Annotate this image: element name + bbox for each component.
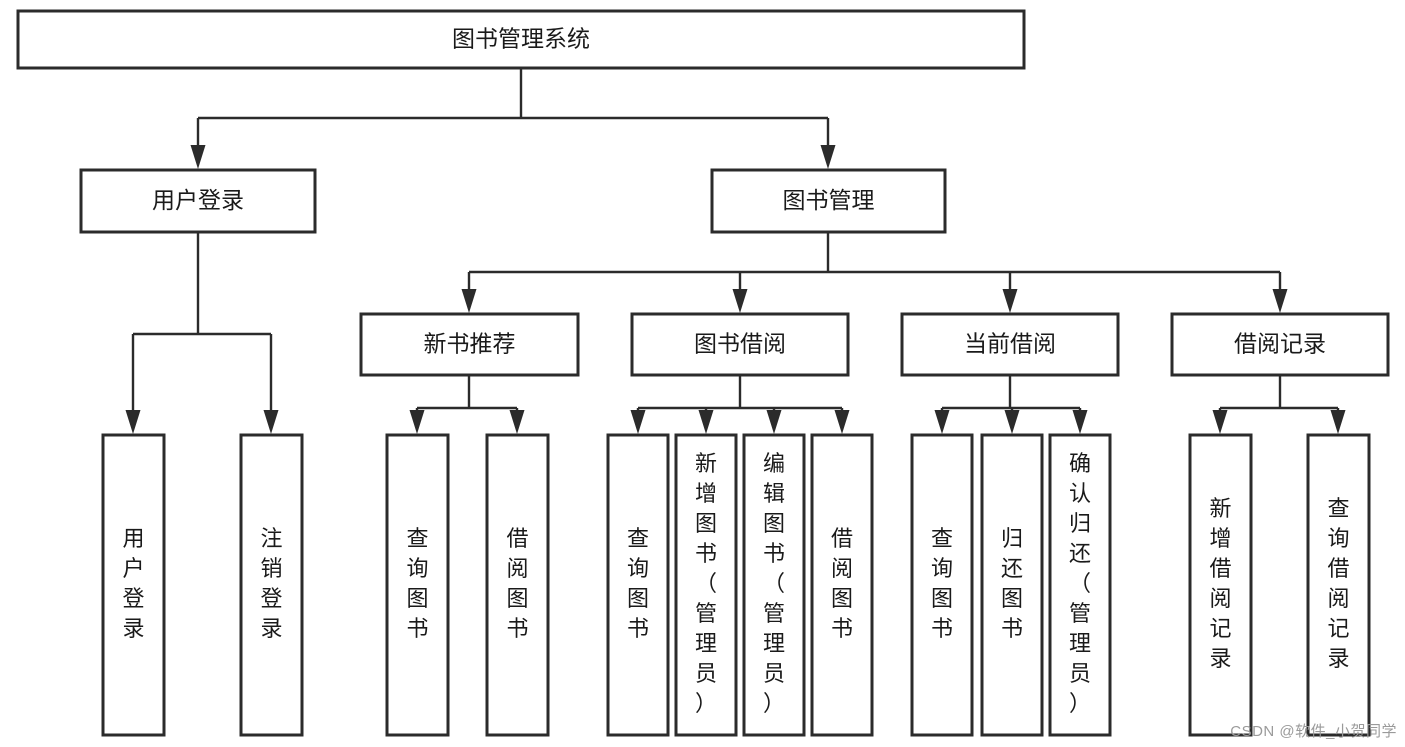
node-leaf-box[interactable]	[606, 433, 670, 737]
node-leaf-9[interactable]: 归还图书	[980, 433, 1044, 737]
node-leaf-label: 查询图书	[931, 526, 953, 641]
book-manage-to-level3-arrowhead-0	[461, 289, 477, 313]
node-leaf-label: 确认归还（管理员）	[1069, 451, 1091, 716]
node-leaf-4[interactable]: 查询图书	[606, 433, 670, 737]
root-to-level2-arrowhead-0	[190, 145, 206, 169]
node-layer: 图书管理系统用户登录图书管理新书推荐图书借阅当前借阅借阅记录用户登录注销登录查询…	[16, 9, 1390, 737]
node-leaf-label: 新增借阅记录	[1209, 496, 1231, 671]
root-to-level2	[190, 68, 836, 169]
node-leaf-box[interactable]	[485, 433, 550, 737]
user-login-to-leaves	[125, 232, 279, 434]
node-leaf-box[interactable]	[385, 433, 450, 737]
node-level3-0[interactable]: 新书推荐	[359, 312, 580, 377]
watermark-label: CSDN @软件_小贺同学	[1230, 723, 1397, 740]
current-borrow-to-leaves-arrowhead-1	[1004, 410, 1020, 434]
node-level3-box[interactable]	[1170, 312, 1390, 377]
node-level2-box[interactable]	[79, 168, 317, 234]
node-leaf-box[interactable]	[810, 433, 874, 737]
node-leaf-box[interactable]	[239, 433, 304, 737]
node-leaf-label: 用户登录	[122, 526, 144, 641]
node-root[interactable]: 图书管理系统	[16, 9, 1026, 70]
node-root-label: 图书管理系统	[452, 26, 590, 52]
node-level3-label: 图书借阅	[694, 331, 786, 357]
node-level3-label: 新书推荐	[424, 331, 516, 357]
node-leaf-box[interactable]	[1048, 433, 1112, 737]
node-root-box[interactable]	[16, 9, 1026, 70]
user-login-to-leaves-arrowhead-1	[263, 410, 279, 434]
book-manage-to-level3	[461, 232, 1288, 313]
node-leaf-box[interactable]	[1188, 433, 1253, 737]
user-login-to-leaves-arrowhead-0	[125, 410, 141, 434]
node-leaf-10[interactable]: 确认归还（管理员）	[1048, 433, 1112, 737]
connector-layer	[125, 68, 1346, 434]
node-leaf-box[interactable]	[1306, 433, 1371, 737]
node-level3-label: 当前借阅	[964, 331, 1056, 357]
node-level3-3[interactable]: 借阅记录	[1170, 312, 1390, 377]
node-leaf-11[interactable]: 新增借阅记录	[1188, 433, 1253, 737]
node-leaf-label: 借阅图书	[831, 526, 853, 641]
node-leaf-box[interactable]	[101, 433, 166, 737]
node-leaf-label: 新增图书（管理员）	[695, 451, 717, 716]
book-borrow-to-leaves-arrowhead-1	[698, 410, 714, 434]
node-leaf-3[interactable]: 借阅图书	[485, 433, 550, 737]
node-leaf-box[interactable]	[742, 433, 806, 737]
new-book-to-leaves	[409, 375, 525, 434]
node-level3-box[interactable]	[359, 312, 580, 377]
node-level2-box[interactable]	[710, 168, 947, 234]
node-leaf-box[interactable]	[674, 433, 738, 737]
node-leaf-label: 查询图书	[406, 526, 428, 641]
borrow-record-to-leaves-arrowhead-1	[1330, 410, 1346, 434]
book-borrow-to-leaves-arrowhead-0	[630, 410, 646, 434]
borrow-record-to-leaves	[1212, 375, 1346, 434]
node-leaf-label: 借阅图书	[506, 526, 528, 641]
node-leaf-label: 归还图书	[1001, 526, 1023, 641]
node-level3-box[interactable]	[630, 312, 850, 377]
node-leaf-box[interactable]	[910, 433, 974, 737]
node-leaf-2[interactable]: 查询图书	[385, 433, 450, 737]
node-level3-label: 借阅记录	[1234, 331, 1326, 357]
node-level3-1[interactable]: 图书借阅	[630, 312, 850, 377]
book-manage-to-level3-arrowhead-1	[732, 289, 748, 313]
node-leaf-label: 注销登录	[260, 526, 282, 641]
node-level2-label: 用户登录	[152, 187, 244, 213]
new-book-to-leaves-arrowhead-0	[409, 410, 425, 434]
book-manage-to-level3-arrowhead-3	[1272, 289, 1288, 313]
node-leaf-0[interactable]: 用户登录	[101, 433, 166, 737]
node-level2-0[interactable]: 用户登录	[79, 168, 317, 234]
node-leaf-label: 编辑图书（管理员）	[763, 451, 785, 716]
book-borrow-to-leaves-arrowhead-2	[766, 410, 782, 434]
node-leaf-1[interactable]: 注销登录	[239, 433, 304, 737]
current-borrow-to-leaves	[934, 375, 1088, 434]
node-level2-label: 图书管理	[783, 187, 875, 213]
node-leaf-5[interactable]: 新增图书（管理员）	[674, 433, 738, 737]
node-level3-box[interactable]	[900, 312, 1120, 377]
node-level3-2[interactable]: 当前借阅	[900, 312, 1120, 377]
node-level2-1[interactable]: 图书管理	[710, 168, 947, 234]
borrow-record-to-leaves-arrowhead-0	[1212, 410, 1228, 434]
new-book-to-leaves-arrowhead-1	[509, 410, 525, 434]
node-leaf-7[interactable]: 借阅图书	[810, 433, 874, 737]
node-leaf-6[interactable]: 编辑图书（管理员）	[742, 433, 806, 737]
book-borrow-to-leaves	[630, 375, 850, 434]
node-leaf-box[interactable]	[980, 433, 1044, 737]
root-to-level2-arrowhead-1	[820, 145, 836, 169]
node-leaf-label: 查询图书	[627, 526, 649, 641]
node-leaf-label: 查询借阅记录	[1327, 496, 1349, 671]
node-leaf-12[interactable]: 查询借阅记录	[1306, 433, 1371, 737]
current-borrow-to-leaves-arrowhead-0	[934, 410, 950, 434]
current-borrow-to-leaves-arrowhead-2	[1072, 410, 1088, 434]
book-borrow-to-leaves-arrowhead-3	[834, 410, 850, 434]
book-manage-to-level3-arrowhead-2	[1002, 289, 1018, 313]
node-leaf-8[interactable]: 查询图书	[910, 433, 974, 737]
